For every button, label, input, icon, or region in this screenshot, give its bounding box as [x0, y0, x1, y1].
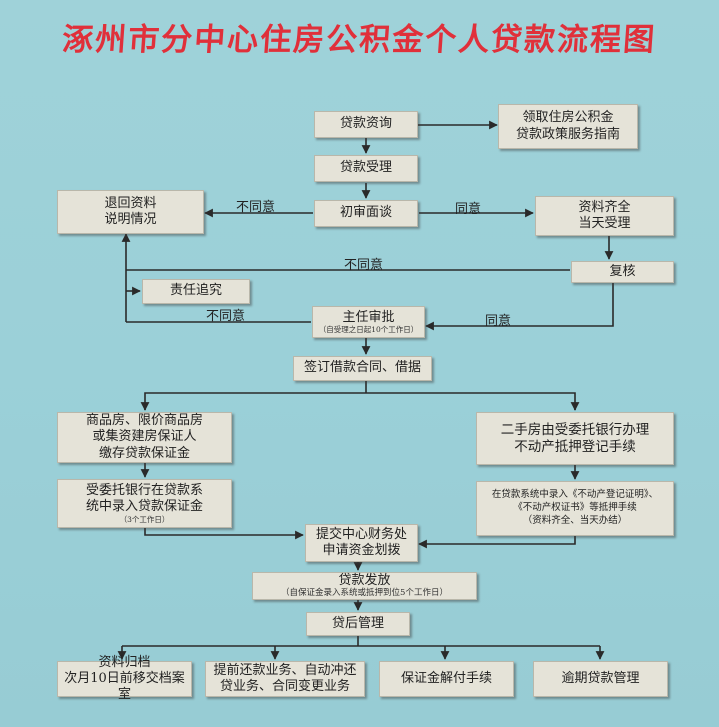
node-accept: 贷款受理 — [314, 155, 418, 182]
arrow-system-finance — [418, 536, 576, 549]
node-newhouse: 商品房、限价商品房 或集资建房保证人 缴存贷款保证金 — [57, 412, 232, 463]
node-return: 退回资料 说明情况 — [57, 190, 204, 234]
node-label: （资料齐全、当天办结） — [522, 514, 628, 526]
node-label: 贷款发放 — [338, 573, 391, 589]
node-system: 在贷款系统中录入《不动产登记证明》、 《不动产权证书》等抵押手续 （资料齐全、当… — [476, 481, 674, 536]
node-label: 缴存贷款保证金 — [98, 445, 190, 461]
node-label: 说明情况 — [104, 212, 157, 227]
node-deposit: 保证金解付手续 — [379, 661, 514, 697]
node-complete: 资料齐全 当天受理 — [535, 196, 674, 236]
node-label: 次月10日前移交档案室 — [64, 670, 185, 703]
node-bank: 受委托银行在贷款系 统中录入贷款保证金 （3个工作日） — [57, 479, 232, 528]
node-label: 保证金解付手续 — [400, 670, 492, 686]
arrow-recheck-director — [425, 283, 614, 331]
node-label: 签订借款合同、借据 — [303, 360, 421, 376]
node-archive: 资料归档 次月10日前移交档案室 — [57, 655, 192, 702]
node-label: 当天受理 — [578, 216, 631, 231]
node-secondhand: 二手房由受委托银行办理 不动产抵押登记手续 — [476, 412, 674, 465]
node-label: 贷款政策服务指南 — [515, 126, 620, 142]
node-label: 贷业务、合同变更业务 — [219, 679, 350, 694]
node-label: 提交中心财务处 — [315, 526, 407, 542]
label-recheck-disagree: 不同意 — [344, 258, 384, 273]
node-label: 提前还款业务、自动冲还 — [213, 662, 357, 678]
label-interview-agree: 同意 — [455, 202, 482, 217]
node-label: 统中录入贷款保证金 — [85, 499, 203, 515]
node-label: 二手房由受委托银行办理 — [500, 421, 650, 438]
node-label: 责任追究 — [169, 283, 222, 299]
node-label: 《不动产权证书》等抵押手续 — [513, 502, 637, 514]
node-label: 领取住房公积金 — [522, 110, 614, 126]
node-label: 资料齐全 — [578, 199, 631, 215]
node-label: 贷款资询 — [339, 116, 392, 132]
node-finance: 提交中心财务处 申请资金划拨 — [305, 524, 418, 562]
node-label: 在贷款系统中录入《不动产登记证明》、 — [491, 489, 659, 501]
node-label: 初审面谈 — [339, 205, 392, 221]
node-liability: 责任追究 — [142, 279, 250, 304]
node-label: 或集资建房保证人 — [92, 429, 197, 445]
node-issue: 贷款发放 （自保证金录入系统或抵押到位5个工作日） — [252, 572, 477, 600]
node-label: 申请资金划拨 — [322, 543, 401, 558]
node-recheck: 复核 — [571, 261, 674, 283]
node-label: 资料归档 — [98, 654, 151, 670]
node-label: 贷款受理 — [339, 160, 392, 176]
node-contract: 签订借款合同、借据 — [293, 356, 432, 381]
label-interview-disagree: 不同意 — [236, 200, 276, 215]
node-label: 复核 — [609, 263, 636, 279]
node-guide: 领取住房公积金 贷款政策服务指南 — [498, 104, 638, 149]
node-label: 贷后管理 — [331, 615, 384, 631]
node-overdue: 逾期贷款管理 — [533, 661, 668, 697]
node-director: 主任审批 （自受理之日起10个工作日） — [312, 306, 425, 338]
arrow-bank-finance — [144, 528, 304, 540]
node-note: （自保证金录入系统或抵押到位5个工作日） — [281, 588, 448, 599]
node-label: 受委托银行在贷款系 — [85, 483, 203, 499]
label-recheck-agree: 同意 — [485, 314, 512, 329]
node-label: 主任审批 — [342, 309, 395, 325]
node-interview: 初审面谈 — [314, 200, 418, 227]
node-label: 商品房、限价商品房 — [85, 413, 203, 429]
node-label: 不动产抵押登记手续 — [514, 438, 636, 455]
node-post: 贷后管理 — [306, 612, 410, 636]
line-split — [144, 392, 576, 410]
node-repay: 提前还款业务、自动冲还 贷业务、合同变更业务 — [205, 661, 365, 697]
node-note: （自受理之日起10个工作日） — [318, 325, 419, 334]
node-note: （3个工作日） — [119, 514, 170, 524]
node-label: 逾期贷款管理 — [561, 670, 640, 686]
node-consult: 贷款资询 — [314, 111, 418, 138]
label-director-disagree: 不同意 — [206, 309, 246, 324]
node-label: 退回资料 — [104, 195, 157, 211]
